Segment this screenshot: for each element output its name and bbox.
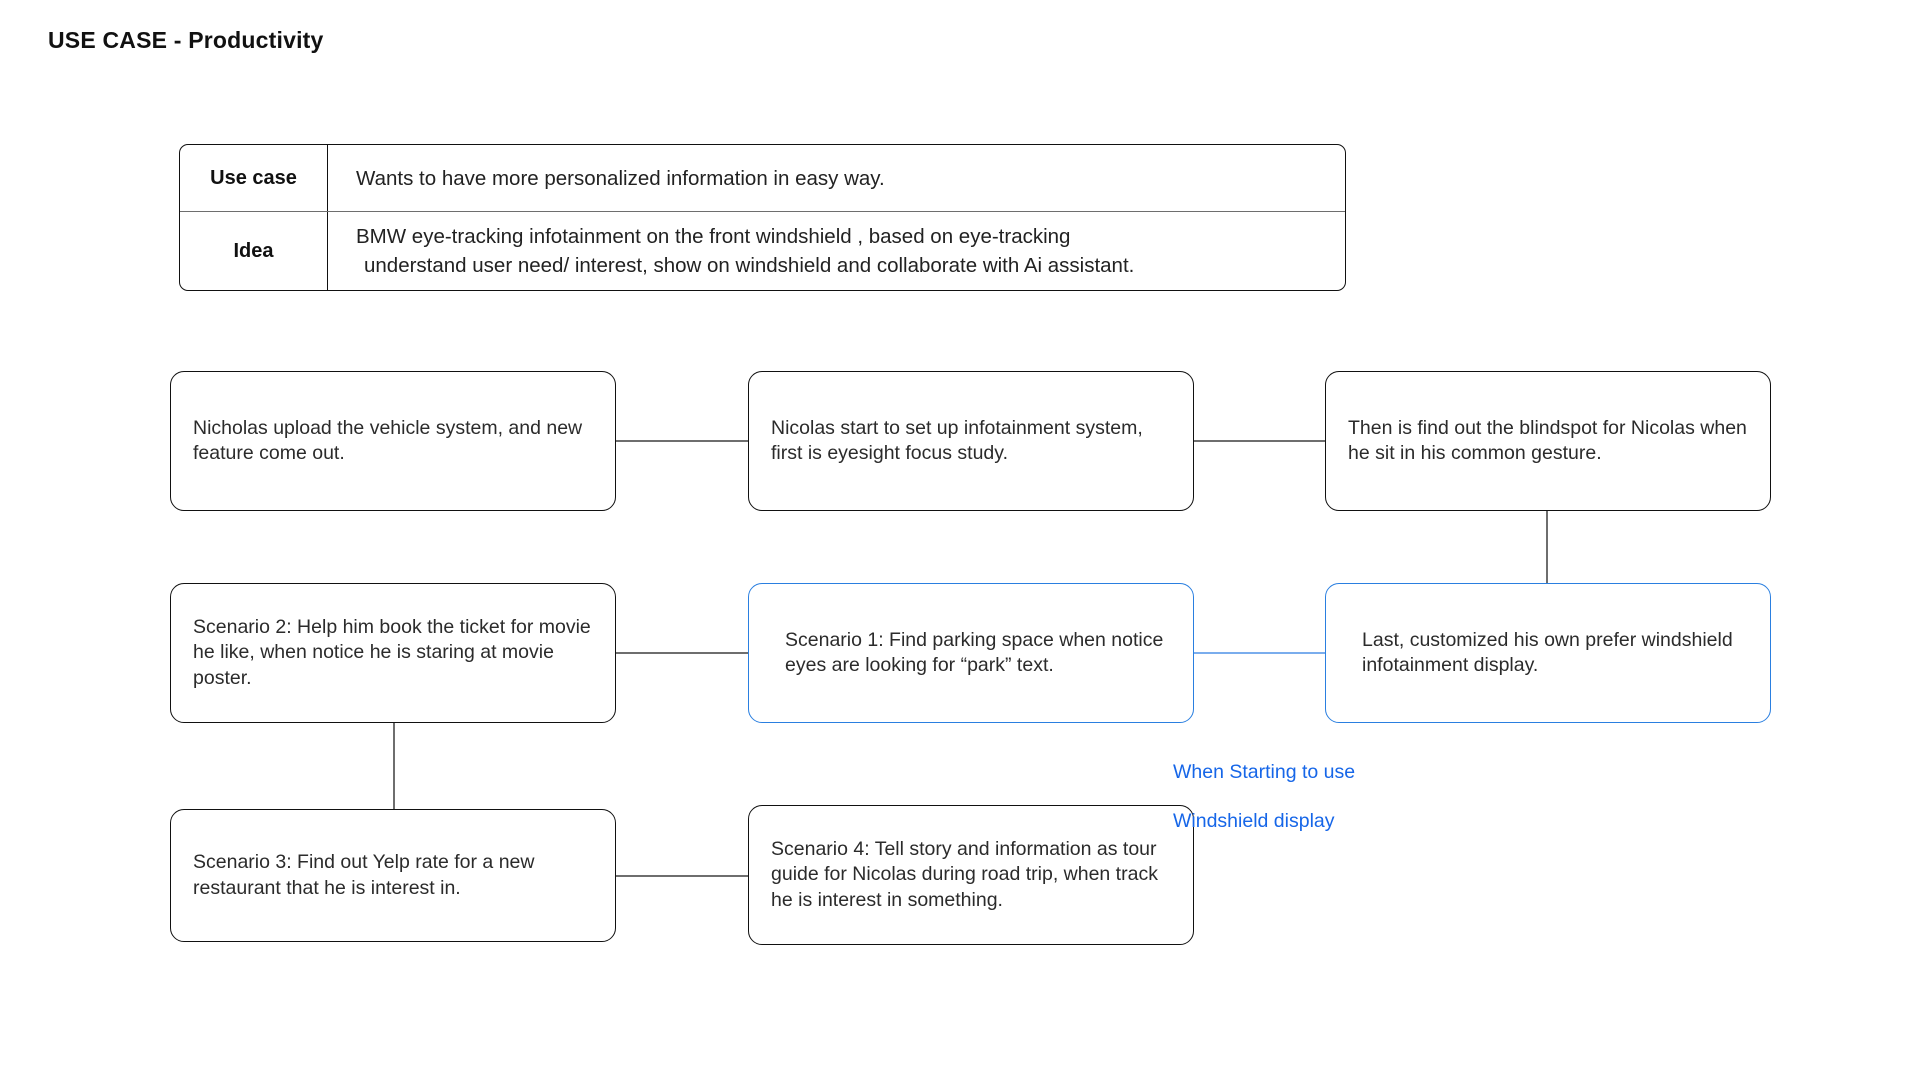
table-row-use-case: Use case Wants to have more personalized… (180, 145, 1345, 211)
flow-box-text: Last, customized his own prefer windshie… (1362, 628, 1733, 677)
table-row-label: Idea (180, 212, 328, 290)
table-cell-line: Wants to have more personalized informat… (356, 166, 885, 190)
flow-box-scenario-3[interactable]: Scenario 3: Find out Yelp rate for a new… (170, 809, 616, 942)
connector-scenario2-to-scenario3 (393, 720, 395, 809)
connector-scenario1-to-customized (1189, 652, 1328, 654)
annotation-line: Windshield display (1173, 809, 1335, 832)
use-case-table: Use case Wants to have more personalized… (179, 144, 1346, 291)
page-title: USE CASE - Productivity (48, 27, 324, 53)
annotation-windshield-display: When Starting to use Windshield display (1173, 735, 1355, 858)
flow-box-text: Nicholas upload the vehicle system, and … (193, 416, 583, 465)
flow-box-text: Nicolas start to set up infotainment sys… (771, 416, 1143, 465)
connector-upload-to-setup (613, 440, 751, 442)
flow-box-blindspot[interactable]: Then is find out the blindspot for Nicol… (1325, 371, 1771, 511)
connector-setup-to-blindspot (1189, 440, 1328, 442)
flow-box-upload[interactable]: Nicholas upload the vehicle system, and … (170, 371, 616, 511)
connector-scenario2-to-scenario1 (613, 652, 751, 654)
annotation-line: When Starting to use (1173, 760, 1356, 783)
table-row-label: Use case (180, 145, 328, 211)
table-row-idea: Idea BMW eye-tracking infotainment on th… (180, 211, 1345, 290)
flow-box-scenario-4[interactable]: Scenario 4: Tell story and information a… (748, 805, 1194, 945)
flow-box-text: Then is find out the blindspot for Nicol… (1348, 416, 1747, 465)
table-cell-line: understand user need/ interest, show on … (364, 254, 1135, 277)
connector-blindspot-to-customized (1546, 509, 1548, 583)
flow-box-text: Scenario 1: Find parking space when noti… (785, 628, 1164, 677)
flow-box-setup[interactable]: Nicolas start to set up infotainment sys… (748, 371, 1194, 511)
table-row-value: Wants to have more personalized informat… (328, 145, 1345, 211)
flow-box-customized[interactable]: Last, customized his own prefer windshie… (1325, 583, 1771, 723)
flow-box-text: Scenario 4: Tell story and information a… (771, 837, 1158, 911)
table-cell-line: BMW eye-tracking infotainment on the fro… (356, 225, 1071, 248)
flow-box-text: Scenario 2: Help him book the ticket for… (193, 615, 591, 689)
flow-box-text: Scenario 3: Find out Yelp rate for a new… (193, 851, 535, 899)
connector-scenario3-to-scenario4 (613, 875, 751, 877)
table-row-value: BMW eye-tracking infotainment on the fro… (328, 212, 1345, 290)
flow-box-scenario-2[interactable]: Scenario 2: Help him book the ticket for… (170, 583, 616, 723)
flow-box-scenario-1[interactable]: Scenario 1: Find parking space when noti… (748, 583, 1194, 723)
